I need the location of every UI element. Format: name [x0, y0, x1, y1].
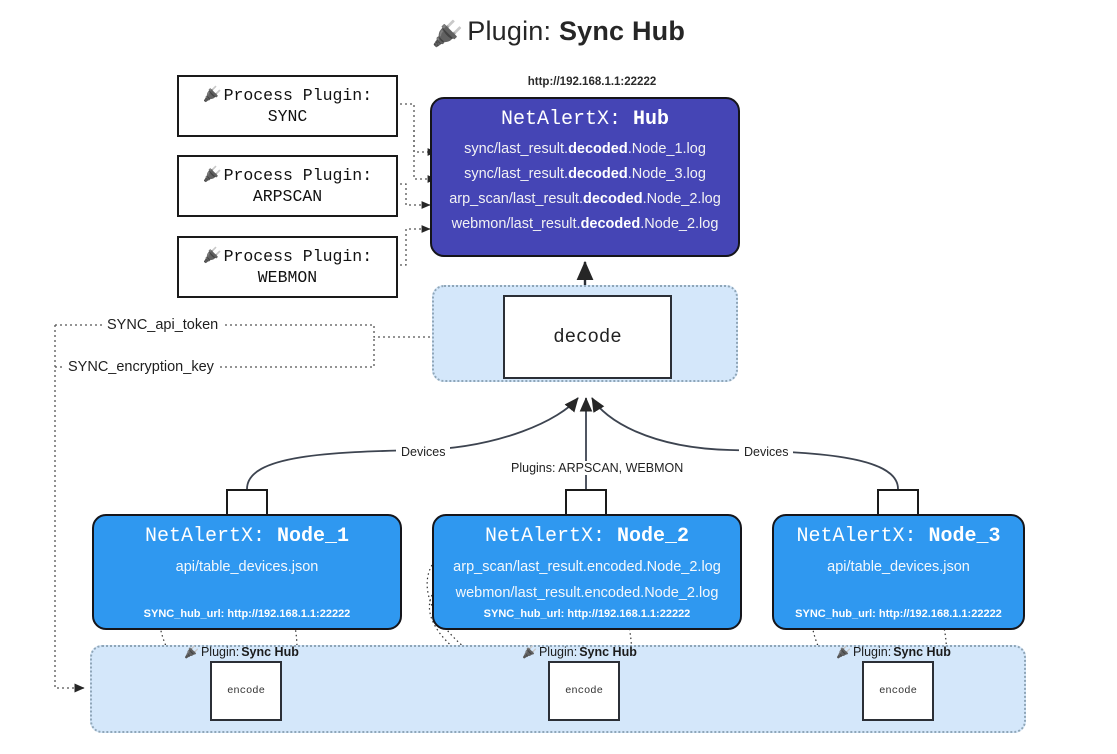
encoder-plugin-prefix: Plugin:: [200, 645, 240, 659]
node-line: arp_scan/last_result.encoded.Node_2.log: [453, 559, 721, 575]
encoder-plugin-name: Sync Hub: [579, 645, 637, 659]
plug-icon: 🔌: [202, 247, 222, 265]
process-plugin-label: Process Plugin:: [223, 165, 373, 185]
plug-icon: 🔌: [202, 166, 222, 184]
log-pre: sync/last_result.: [464, 166, 569, 182]
node-lines: api/table_devices.json: [94, 554, 400, 580]
process-plugin-arpscan[interactable]: 🔌Process Plugin: ARPSCAN: [177, 155, 398, 217]
process-plugin-webmon[interactable]: 🔌Process Plugin: WEBMON: [177, 236, 398, 298]
node-title: NetAlertX: Node_3: [774, 525, 1023, 548]
node-title-prefix: NetAlertX:: [796, 525, 917, 548]
encode-box-3[interactable]: encode: [862, 661, 934, 721]
encoder-plugin-label-2: 🔌Plugin: Sync Hub: [522, 645, 637, 659]
hub-log-line: sync/last_result.decoded.Node_3.log: [432, 162, 738, 187]
process-plugin-name: ARPSCAN: [252, 187, 323, 206]
encoder-plugin-prefix: Plugin:: [538, 645, 578, 659]
hub-title-name: Hub: [633, 108, 670, 131]
hub-log-line: webmon/last_result.decoded.Node_2.log: [432, 212, 738, 237]
node-title-prefix: NetAlertX:: [484, 525, 605, 548]
decode-box[interactable]: decode: [503, 295, 672, 379]
node-title: NetAlertX: Node_2: [434, 525, 740, 548]
process-plugin-label: Process Plugin:: [223, 85, 373, 105]
plug-icon: 🔌: [522, 645, 537, 659]
node-lines: api/table_devices.json: [774, 554, 1023, 580]
plug-icon: 🔌: [836, 645, 851, 659]
hub-url-label: http://192.168.1.1:22222: [527, 76, 657, 88]
edge-label-devices-right: Devices: [739, 445, 794, 459]
plug-icon: 🔌: [184, 645, 199, 659]
node-line: webmon/last_result.encoded.Node_2.log: [455, 585, 719, 601]
encoder-plugin-name: Sync Hub: [241, 645, 299, 659]
encode-box-1[interactable]: encode: [210, 661, 282, 721]
page-title-prefix: Plugin:: [467, 16, 552, 46]
sync-encryption-key-label: SYNC_encryption_key: [64, 359, 218, 375]
node-footer: SYNC_hub_url: http://192.168.1.1:22222: [143, 608, 351, 620]
node-title-name: Node_3: [928, 525, 1001, 548]
process-plugin-name: WEBMON: [257, 268, 318, 287]
process-plugin-sync[interactable]: 🔌Process Plugin: SYNC: [177, 75, 398, 137]
edge-label-devices-left: Devices: [396, 445, 451, 459]
log-bold: decoded: [568, 141, 628, 157]
page-title-name: Sync Hub: [558, 16, 686, 46]
hub-node[interactable]: NetAlertX: Hub sync/last_result.decoded.…: [430, 97, 740, 257]
sync-api-token-label: SYNC_api_token: [103, 317, 223, 333]
plug-icon: 🔌: [202, 86, 222, 104]
node-footer: SYNC_hub_url: http://192.168.1.1:22222: [795, 608, 1002, 620]
log-bold: decoded: [580, 216, 641, 232]
hub-log-line: sync/last_result.decoded.Node_1.log: [432, 137, 738, 162]
page-title: 🔌Plugin: Sync Hub: [0, 16, 1117, 48]
node-title-name: Node_2: [617, 525, 690, 548]
process-plugin-label: Process Plugin:: [223, 246, 373, 266]
node-title: NetAlertX: Node_1: [94, 525, 400, 548]
hub-title: NetAlertX: Hub: [432, 108, 738, 131]
node-3[interactable]: NetAlertX: Node_3 api/table_devices.json…: [772, 514, 1025, 630]
encode-box-2[interactable]: encode: [548, 661, 620, 721]
node-title-prefix: NetAlertX:: [144, 525, 265, 548]
process-plugin-name: SYNC: [267, 107, 308, 126]
node-lines: arp_scan/last_result.encoded.Node_2.log …: [434, 554, 740, 606]
encoder-plugin-label-1: 🔌Plugin: Sync Hub: [184, 645, 299, 659]
log-pre: arp_scan/last_result.: [449, 191, 583, 207]
node-2[interactable]: NetAlertX: Node_2 arp_scan/last_result.e…: [432, 514, 742, 630]
plug-icon: 🔌: [431, 20, 464, 48]
log-pre: sync/last_result.: [464, 141, 569, 157]
log-post: .Node_2.log: [642, 191, 721, 207]
log-post: .Node_2.log: [640, 216, 719, 232]
hub-log-line: arp_scan/last_result.decoded.Node_2.log: [432, 187, 738, 212]
log-bold: decoded: [568, 166, 628, 182]
node-footer: SYNC_hub_url: http://192.168.1.1:22222: [483, 608, 691, 620]
node-1[interactable]: NetAlertX: Node_1 api/table_devices.json…: [92, 514, 402, 630]
hub-title-prefix: NetAlertX:: [500, 108, 621, 131]
encoder-plugin-name: Sync Hub: [893, 645, 951, 659]
log-bold: decoded: [582, 191, 643, 207]
encoder-plugin-label-3: 🔌Plugin: Sync Hub: [836, 645, 951, 659]
node-line: api/table_devices.json: [827, 559, 970, 575]
log-post: .Node_1.log: [627, 141, 706, 157]
edge-label-plugins: Plugins: ARPSCAN, WEBMON: [506, 461, 689, 475]
node-title-name: Node_1: [277, 525, 350, 548]
node-line: api/table_devices.json: [175, 559, 319, 575]
hub-log-list: sync/last_result.decoded.Node_1.log sync…: [432, 137, 738, 237]
log-pre: webmon/last_result.: [451, 216, 581, 232]
encoder-plugin-prefix: Plugin:: [852, 645, 892, 659]
log-post: .Node_3.log: [627, 166, 706, 182]
